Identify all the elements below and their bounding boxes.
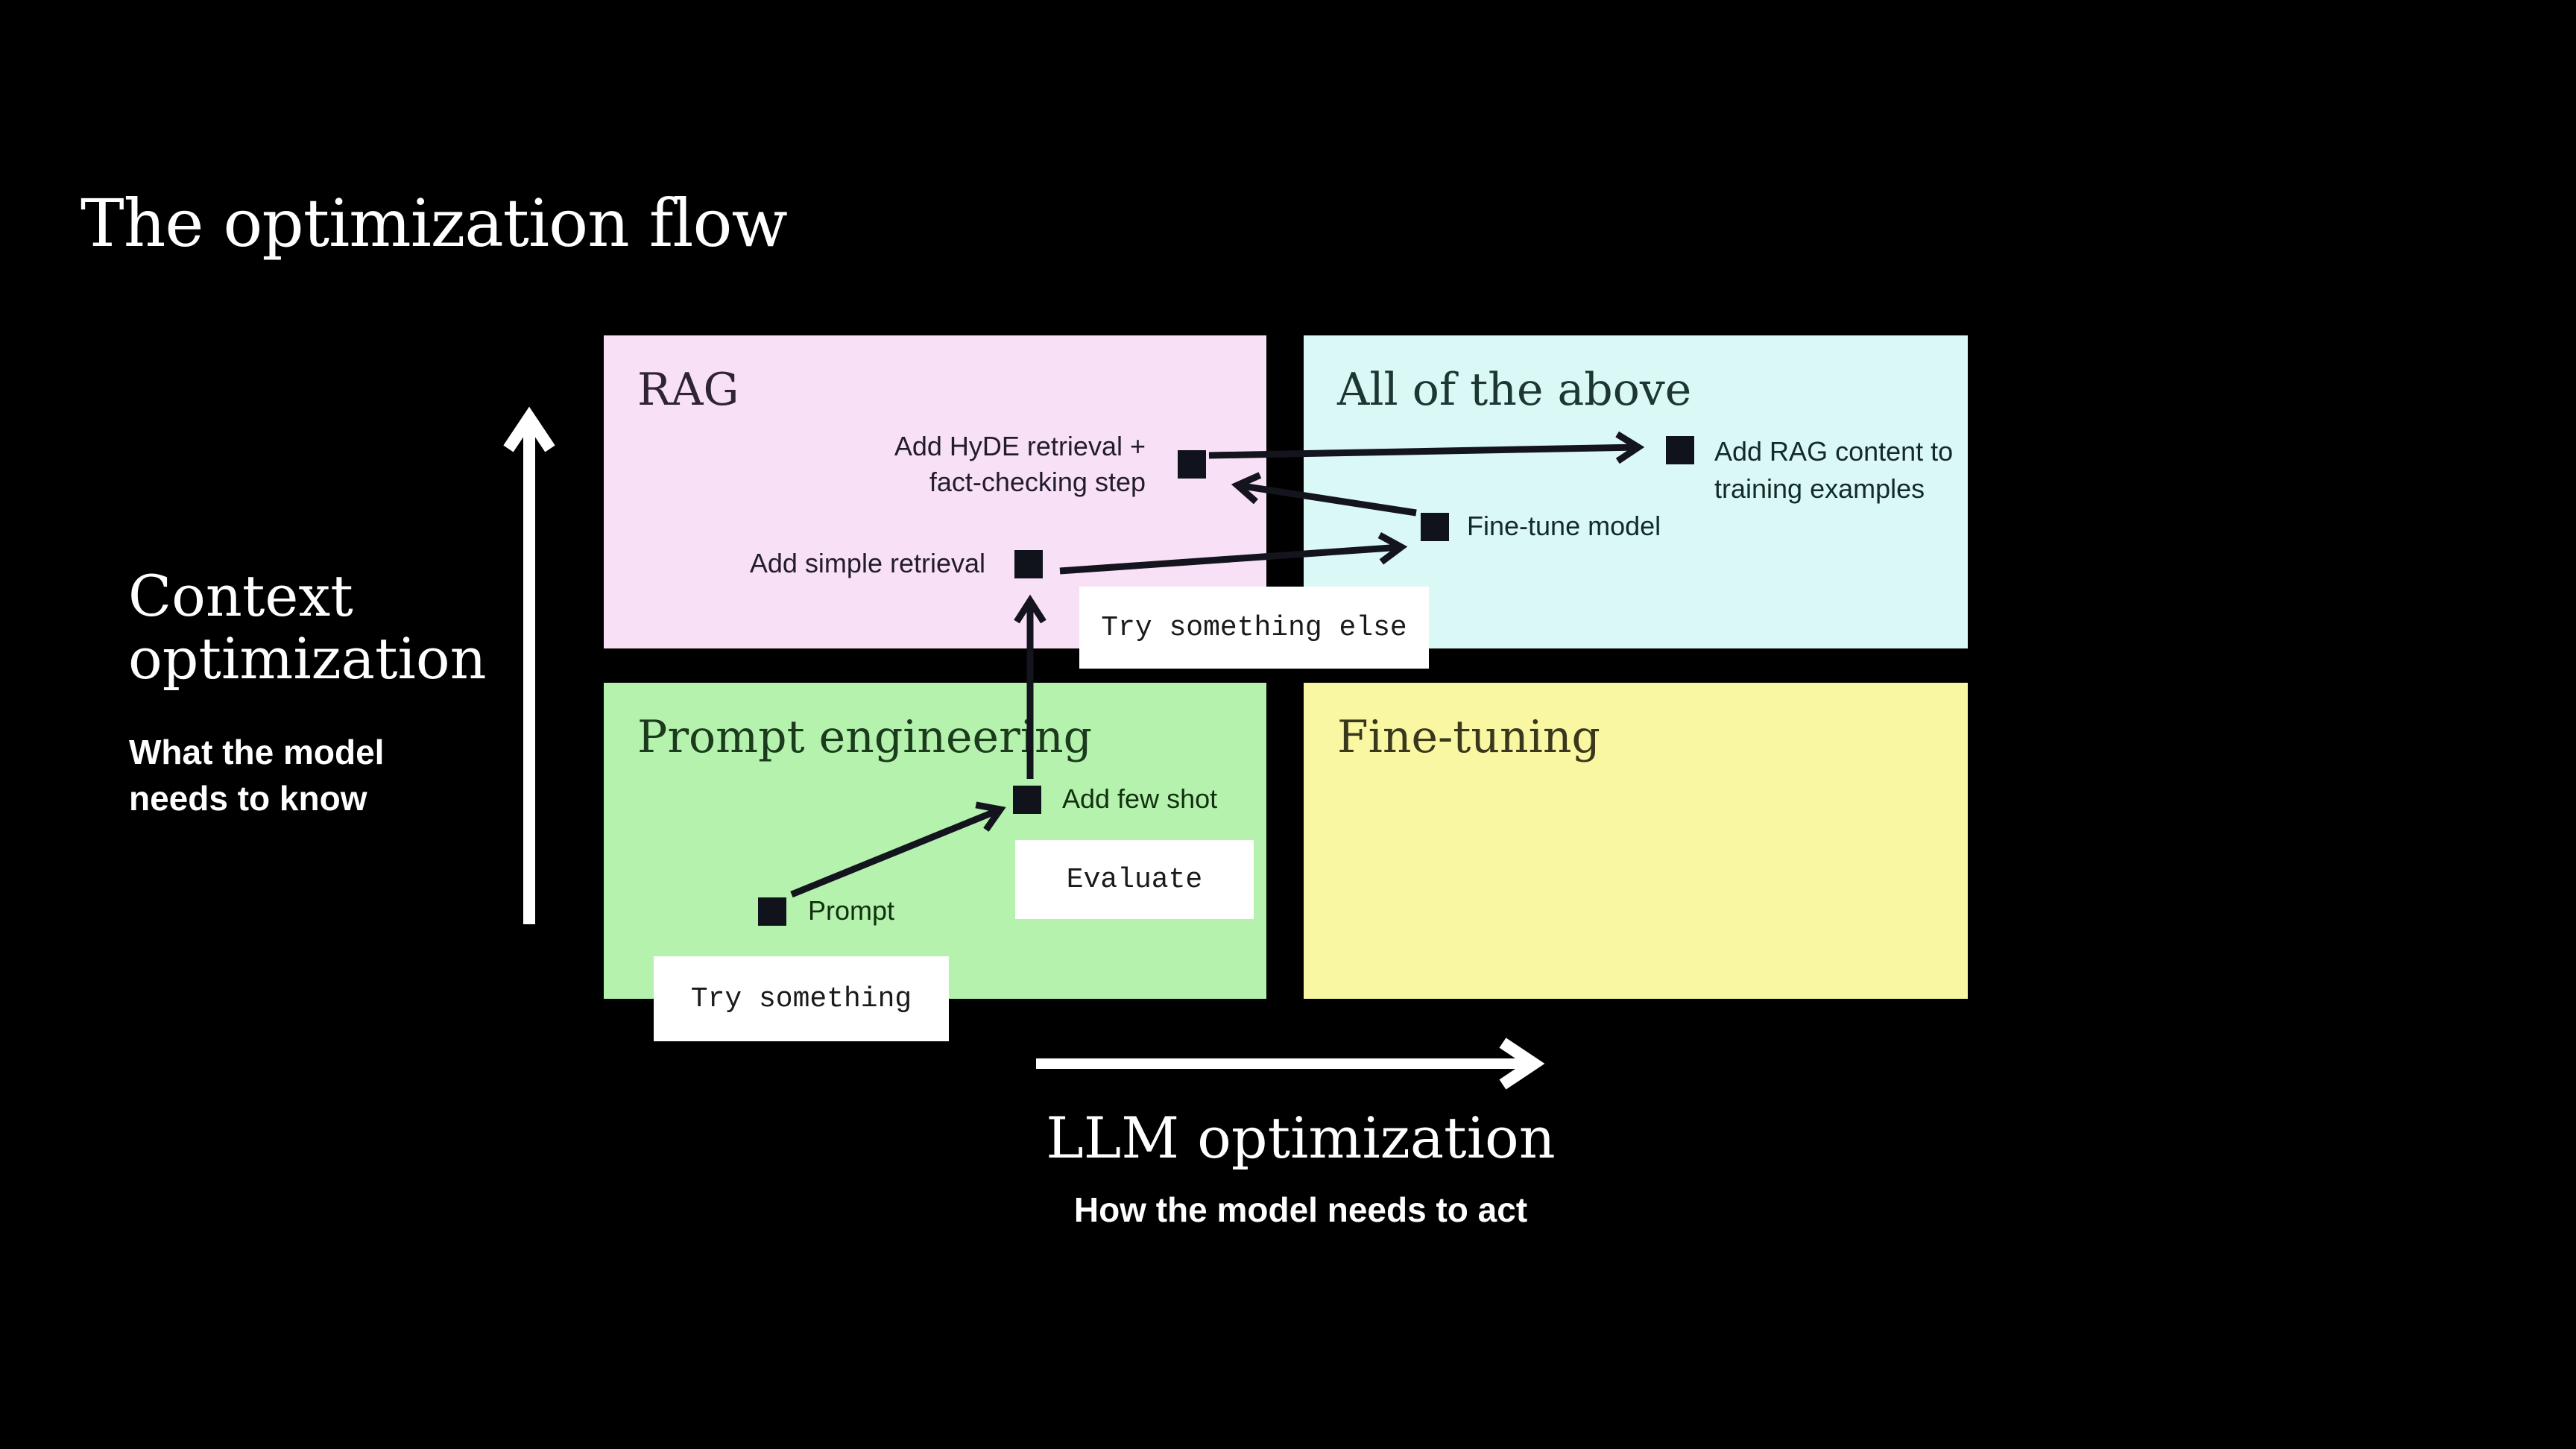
edge-prompt-to-few-shot bbox=[790, 801, 1006, 898]
quadrant-fine-tuning-title: Fine-tuning bbox=[1337, 711, 1600, 763]
y-axis-label-line2: optimization bbox=[128, 625, 487, 692]
y-axis-label: Context optimization bbox=[128, 565, 487, 690]
quadrant-all-of-the-above-title: All of the above bbox=[1337, 364, 1692, 416]
page-title: The optimization flow bbox=[80, 185, 788, 262]
y-axis-sublabel-line1: What the model bbox=[129, 733, 385, 771]
node-label-add-rag-content: Add RAG content to training examples bbox=[1714, 433, 1953, 508]
y-axis-sublabel: What the model needs to know bbox=[129, 729, 442, 821]
quadrant-prompt-engineering-title: Prompt engineering bbox=[637, 711, 1092, 763]
callout-evaluate: Evaluate bbox=[1015, 840, 1254, 919]
callout-try-something-else: Try something else bbox=[1079, 587, 1429, 669]
callout-try-something: Try something bbox=[654, 956, 949, 1041]
quadrant-rag-title: RAG bbox=[637, 364, 739, 416]
node-label-add-hyde-retrieval-line2: fact-checking step bbox=[929, 467, 1146, 497]
quadrant-fine-tuning: Fine-tuning bbox=[1304, 683, 1968, 999]
node-square-add-simple-retrieval bbox=[1014, 550, 1043, 578]
x-axis-label: LLM optimization bbox=[1046, 1105, 1556, 1171]
node-label-add-rag-content-line1: Add RAG content to bbox=[1714, 436, 1954, 467]
edge-fine-tune-to-hyde bbox=[1231, 472, 1417, 517]
node-square-add-rag-content bbox=[1666, 436, 1694, 464]
node-square-add-hyde-retrieval bbox=[1178, 450, 1206, 479]
node-label-add-hyde-retrieval: Add HyDE retrieval + fact-checking step bbox=[830, 429, 1146, 500]
y-axis-sublabel-line2: needs to know bbox=[129, 779, 367, 818]
node-square-fine-tune-model bbox=[1421, 513, 1449, 541]
y-axis-label-line1: Context bbox=[128, 563, 353, 629]
edge-simple-retrieval-to-fine-tune bbox=[1059, 532, 1408, 575]
node-label-add-few-shot: Add few shot bbox=[1062, 783, 1218, 814]
quadrant-all-of-the-above: All of the above bbox=[1304, 335, 1968, 648]
node-square-add-few-shot bbox=[1013, 786, 1041, 814]
edge-hyde-to-rag-content bbox=[1208, 431, 1645, 464]
node-label-add-simple-retrieval: Add simple retrieval bbox=[749, 548, 985, 578]
node-label-add-hyde-retrieval-line1: Add HyDE retrieval + bbox=[894, 431, 1146, 461]
node-square-prompt bbox=[758, 897, 786, 926]
node-label-add-rag-content-line2: training examples bbox=[1714, 473, 1925, 504]
x-axis-sublabel: How the model needs to act bbox=[1073, 1190, 1528, 1229]
node-label-prompt: Prompt bbox=[808, 895, 895, 926]
node-label-fine-tune-model: Fine-tune model bbox=[1467, 511, 1661, 541]
